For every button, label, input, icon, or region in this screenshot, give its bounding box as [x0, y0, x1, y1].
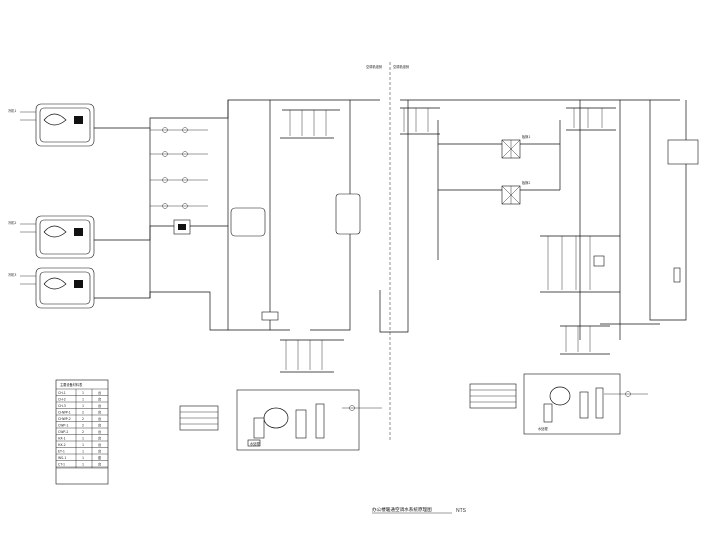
legend-cell: HX-2: [58, 443, 66, 447]
legend-table: 主要设备材料表 CH-1 1 台 CH-2 1 台 CH-3 1 台 CHWP-1 2 台 CHWP-2…: [55, 379, 109, 485]
drawing-title: 办公楼暖通空调水系统原理图: [372, 506, 432, 513]
legend-cell: 2: [82, 430, 84, 434]
zone-label-right: 空调机组侧: [393, 64, 409, 69]
legend-cell: 2: [82, 423, 84, 427]
legend-cell: CWP-1: [58, 423, 68, 427]
legend-cell: WS-1: [58, 456, 66, 460]
right-pipe-network: [379, 99, 699, 355]
hx-2-label: 板换2: [522, 180, 530, 185]
legend-cell: CWP-2: [58, 430, 68, 434]
legend-cell: CHWP-1: [58, 410, 71, 414]
legend-cell: 2: [82, 410, 84, 414]
legend-cell: 1: [82, 391, 84, 395]
legend-rows: CH-1 1 台 CH-2 1 台 CH-3 1 台 CHWP-1 2 台 CHWP-2 2 台 CWP-1 2…: [56, 390, 108, 468]
legend-cell: 台: [98, 461, 101, 466]
left-treatment-box: 水处理: [179, 389, 382, 451]
legend-cell: 2: [82, 417, 84, 421]
heat-exchanger-1: 板换1: [501, 134, 530, 159]
legend-cell: 台: [98, 429, 101, 434]
legend-cell: CH-3: [58, 404, 66, 408]
legend-cell: 1: [82, 456, 84, 460]
legend-cell: 1: [82, 462, 84, 466]
right-treatment-label: 水处理: [538, 426, 548, 431]
zone-label-left: 空调机组侧: [366, 64, 382, 69]
heat-exchanger-2: 板换2: [501, 180, 530, 205]
legend-cell: CHWP-2: [58, 417, 71, 421]
chiller-1-label: 冷机1: [8, 108, 16, 113]
chiller-unit-2: 冷机2: [8, 215, 95, 259]
legend-cell: 1: [82, 436, 84, 440]
legend-cell: 台: [98, 409, 101, 414]
legend-cell: CH-2: [58, 397, 66, 401]
legend-cell: 台: [98, 448, 101, 453]
legend-cell: 台: [98, 422, 101, 427]
zone-labels: 空调机组侧 空调机组侧: [366, 62, 409, 440]
legend-cell: 套: [98, 455, 102, 460]
hx-1-label: 板换1: [522, 134, 530, 139]
right-treatment-box: 水处理: [469, 373, 648, 435]
legend-cell: 台: [98, 390, 101, 395]
legend-cell: ET-1: [58, 449, 65, 453]
drawing-title-block: 办公楼暖通空调水系统原理图 NTS: [372, 506, 467, 514]
legend-cell: 台: [98, 435, 101, 440]
legend-cell: 1: [82, 443, 84, 447]
chiller-3-label: 冷机3: [8, 272, 16, 277]
legend-cell: CT-1: [58, 462, 65, 466]
legend-cell: 台: [98, 403, 101, 408]
legend-title: 主要设备材料表: [60, 382, 83, 387]
scale-note: NTS: [456, 508, 467, 514]
legend-cell: 1: [82, 397, 84, 401]
left-pipe-network: [94, 99, 380, 373]
legend-cell: 台: [98, 416, 101, 421]
legend-cell: 1: [82, 449, 84, 453]
legend-cell: 台: [98, 442, 101, 447]
chiller-unit-3: 冷机3: [8, 267, 95, 309]
chiller-2-label: 冷机2: [8, 220, 16, 225]
legend-cell: 台: [98, 396, 101, 401]
chiller-unit-1: 冷机1: [8, 103, 95, 147]
legend-cell: HX-1: [58, 436, 66, 440]
left-treatment-label: 水处理: [250, 441, 260, 446]
legend-cell: 1: [82, 404, 84, 408]
legend-cell: CH-1: [58, 391, 66, 395]
